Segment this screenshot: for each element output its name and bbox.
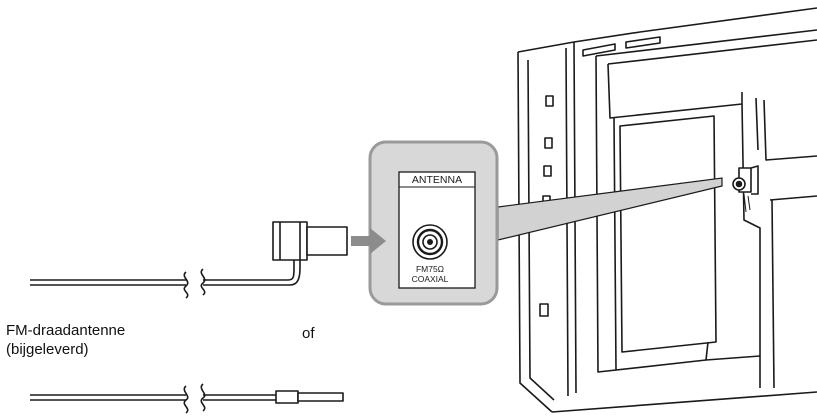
wire-tip (297, 392, 344, 402)
cable-break-top (183, 268, 206, 299)
coaxial-jack (412, 224, 448, 260)
wire-antenna-with-plug (30, 221, 348, 299)
cable-break-bottom (183, 383, 206, 414)
unit-body-bottom (551, 391, 817, 413)
unit-body-outline (517, 7, 817, 53)
side-button-2 (544, 137, 553, 149)
top-slot-left (582, 43, 616, 57)
antenna-cable-bottom (30, 394, 276, 401)
antenna-panel-callout: ANTENNA FM75Ω COAXIAL (368, 140, 499, 306)
side-button-5 (539, 303, 549, 317)
or-separator-label: of (302, 325, 315, 342)
antenna-panel-heading: ANTENNA (412, 174, 462, 186)
antenna-title-label: FM-draadantenne (6, 322, 126, 339)
coax-plug (272, 221, 348, 261)
antenna-cable-top (30, 260, 301, 286)
unit-antenna-socket (732, 165, 759, 213)
rear-recess (595, 29, 817, 57)
side-button-3 (543, 165, 552, 177)
unit-inner-frame (527, 59, 555, 401)
side-button-1 (545, 95, 554, 107)
antenna-supplied-note: (bijgeleverd) (6, 341, 89, 358)
wire-ferrule (275, 390, 299, 404)
insert-arrow (351, 228, 386, 254)
jack-label-impedance: FM75Ω (416, 264, 444, 274)
unit-body-left-edge (517, 51, 553, 413)
jack-label-type: COAXIAL (412, 274, 449, 284)
top-slot-right (625, 36, 661, 49)
zoom-wedge (497, 177, 723, 241)
wire-antenna-bare-end (30, 383, 344, 414)
